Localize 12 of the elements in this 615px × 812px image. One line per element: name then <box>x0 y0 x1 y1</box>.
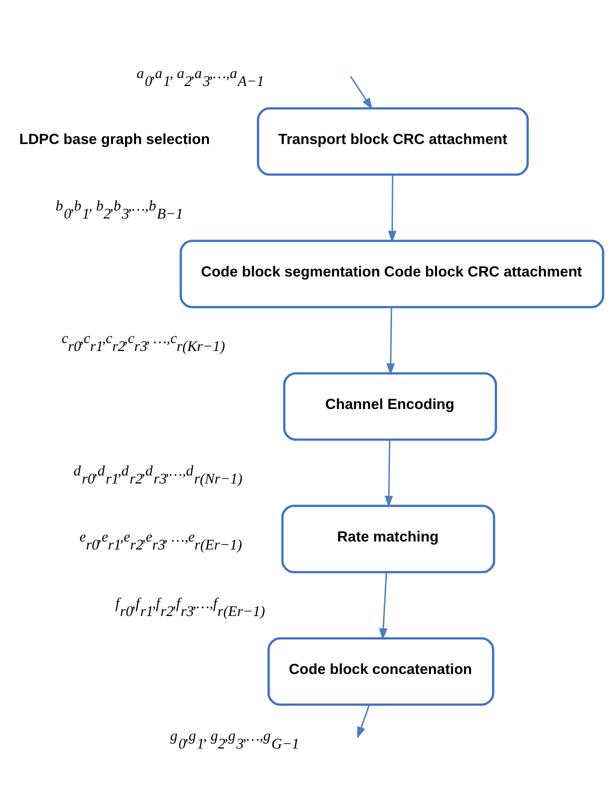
arrow <box>357 704 370 738</box>
node-box: Code block concatenation <box>267 636 494 706</box>
node-box: Transport block CRC attachment <box>256 106 529 176</box>
node-box: Code block segmentation Code block CRC attachment <box>180 239 604 308</box>
label: LDPC base graph selection <box>19 132 210 148</box>
arrow <box>386 306 395 375</box>
arrow <box>350 75 373 110</box>
arrow <box>384 439 394 508</box>
node-box: Channel Encoding <box>283 372 498 440</box>
arrow <box>388 174 396 242</box>
arrow <box>379 572 388 640</box>
node-box: Rate matching <box>281 504 496 573</box>
